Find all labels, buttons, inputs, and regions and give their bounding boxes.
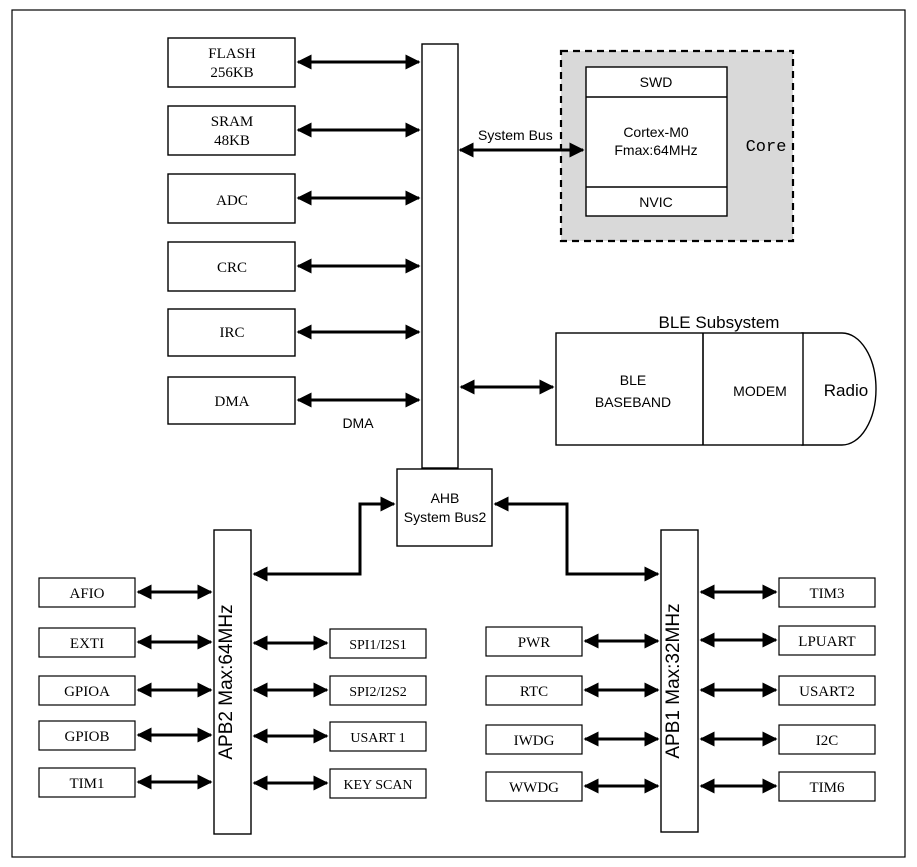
dma-caption: DMA xyxy=(342,415,374,431)
ble-subsystem-title: BLE Subsystem xyxy=(659,313,780,332)
flash-block: FLASH 256KB xyxy=(167,37,296,88)
radio-block xyxy=(801,332,877,446)
afio-label: AFIO xyxy=(69,586,104,602)
apb2-bus xyxy=(213,529,252,835)
cpu-freq: Fmax:64MHz xyxy=(614,142,697,158)
cpu-label: Cortex-M0 xyxy=(623,124,689,140)
irc-block: IRC xyxy=(167,308,296,357)
rtc-label: RTC xyxy=(520,684,548,700)
flash-size: 256KB xyxy=(210,65,253,81)
spi1-label: SPI1/I2S1 xyxy=(349,638,407,653)
diagram-frame xyxy=(11,9,906,858)
dma-block: DMA xyxy=(167,376,296,425)
radio-label: Radio xyxy=(824,381,868,400)
tim6-label: TIM6 xyxy=(810,780,845,796)
tim1-label: TIM1 xyxy=(70,776,105,792)
sram-label: SRAM xyxy=(211,114,254,130)
apb2-left-peripherals: AFIO EXTI GPIOA GPIOB TIM1 xyxy=(38,577,136,798)
main-system-bus xyxy=(421,43,459,469)
ahb-apb1-arrow xyxy=(493,496,660,582)
system-bus-label: System Bus xyxy=(478,127,553,143)
apb2-label: APB2 Max:64MHz xyxy=(216,604,237,759)
ahb-apb2-arrow xyxy=(252,496,396,582)
apb2-right-peripherals: SPI1/I2S1 SPI2/I2S2 USART 1 KEY SCAN xyxy=(329,628,427,799)
usart2-label: USART2 xyxy=(799,684,855,700)
apb1-label: APB1 Max:32MHz xyxy=(663,603,684,758)
apb1-bus xyxy=(660,529,699,833)
core-block xyxy=(585,66,728,217)
swd-label: SWD xyxy=(640,74,673,90)
gpiob-label: GPIOB xyxy=(64,729,109,745)
ahb-label: AHB xyxy=(431,490,460,506)
iwdg-label: IWDG xyxy=(514,733,555,749)
ahb-block xyxy=(396,468,493,547)
ble-label: BLE xyxy=(620,372,646,388)
crc-label: CRC xyxy=(217,260,247,276)
adc-block: ADC xyxy=(167,173,296,224)
pwr-label: PWR xyxy=(518,635,551,651)
flash-label: FLASH xyxy=(208,46,256,62)
wwdg-label: WWDG xyxy=(509,780,559,796)
ble-subsystem-block xyxy=(555,332,804,446)
sram-size: 48KB xyxy=(214,133,250,149)
nvic-label: NVIC xyxy=(639,194,672,210)
lpuart-label: LPUART xyxy=(798,634,855,650)
usart1-label: USART 1 xyxy=(350,731,405,746)
sram-block: SRAM 48KB xyxy=(167,105,296,156)
adc-label: ADC xyxy=(216,193,248,209)
apb1-left-peripherals: PWR RTC IWDG WWDG xyxy=(485,626,583,802)
gpioa-label: GPIOA xyxy=(64,684,110,700)
tim3-label: TIM3 xyxy=(810,586,845,602)
dma-label: DMA xyxy=(214,394,249,410)
baseband-label: BASEBAND xyxy=(595,394,671,410)
ahb-bus2-label: System Bus2 xyxy=(404,509,487,525)
spi2-label: SPI2/I2S2 xyxy=(349,685,407,700)
irc-label: IRC xyxy=(219,325,244,341)
core-title: Core xyxy=(746,138,787,157)
apb1-right-peripherals: TIM3 LPUART USART2 I2C TIM6 xyxy=(778,577,876,802)
crc-block: CRC xyxy=(167,241,296,292)
modem-label: MODEM xyxy=(733,383,787,399)
i2c-label: I2C xyxy=(816,733,839,749)
exti-label: EXTI xyxy=(70,636,104,652)
keyscan-label: KEY SCAN xyxy=(343,778,412,793)
